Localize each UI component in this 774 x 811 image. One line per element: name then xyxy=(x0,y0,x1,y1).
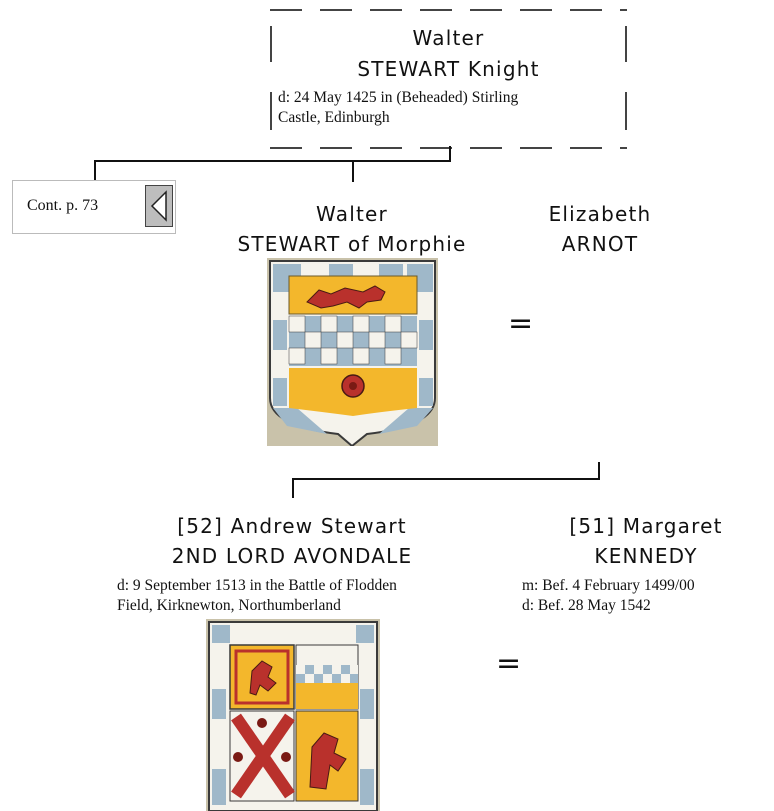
margaret-detail-2: d: Bef. 28 May 1542 xyxy=(522,597,651,614)
walter-knight-detail-2: Castle, Edinburgh xyxy=(278,109,390,126)
continued-page-link[interactable]: Cont. p. 73 xyxy=(12,180,176,234)
elizabeth-given-name: Elizabeth xyxy=(548,202,652,226)
margaret-detail-1: m: Bef. 4 February 1499/00 xyxy=(522,577,695,594)
left-arrow-icon[interactable] xyxy=(145,185,173,227)
walter-knight-surname: STEWART Knight xyxy=(357,57,540,81)
walter-morphie-surname: STEWART of Morphie xyxy=(237,232,467,256)
connector-line xyxy=(94,160,96,182)
connector-line xyxy=(292,478,600,480)
walter-morphie-given-name: Walter xyxy=(316,202,388,226)
margaret-given-name: [51] Margaret xyxy=(569,514,723,538)
connector-line xyxy=(598,462,600,480)
marriage-symbol: = xyxy=(496,646,522,681)
andrew-detail-2: Field, Kirknewton, Northumberland xyxy=(117,597,341,614)
coat-of-arms-morphie xyxy=(267,258,438,446)
connector-line xyxy=(352,160,354,182)
connector-line xyxy=(292,478,294,498)
connector-line xyxy=(94,160,451,162)
marriage-symbol: = xyxy=(508,306,534,341)
coat-of-arms-avondale xyxy=(206,619,380,811)
connector-line xyxy=(449,146,451,162)
continued-page-label: Cont. p. 73 xyxy=(27,197,99,214)
margaret-surname: KENNEDY xyxy=(594,544,698,568)
andrew-given-name: [52] Andrew Stewart xyxy=(177,514,407,538)
andrew-surname: 2ND LORD AVONDALE xyxy=(171,544,413,568)
walter-knight-given-name: Walter xyxy=(412,26,485,50)
person-box-walter-knight[interactable] xyxy=(270,8,627,150)
walter-knight-detail-1: d: 24 May 1425 in (Beheaded) Stirling xyxy=(278,89,519,106)
andrew-detail-1: d: 9 September 1513 in the Battle of Flo… xyxy=(117,577,397,594)
elizabeth-surname: ARNOT xyxy=(561,232,639,256)
dashed-border xyxy=(270,9,627,149)
